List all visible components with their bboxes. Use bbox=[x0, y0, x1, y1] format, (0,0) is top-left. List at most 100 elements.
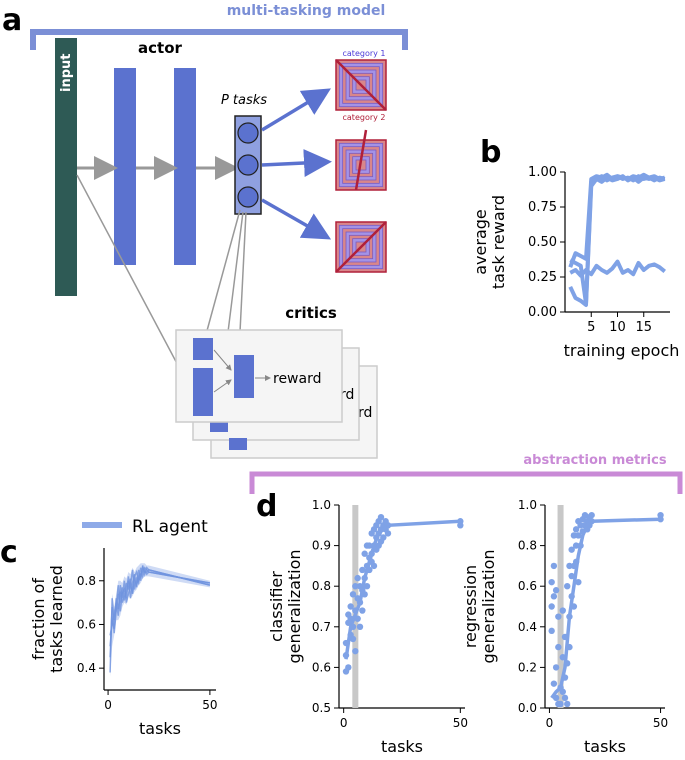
data-point bbox=[349, 635, 357, 643]
actor-layer-1 bbox=[114, 68, 136, 265]
data-point bbox=[575, 532, 582, 539]
y-tick-label: 1.00 bbox=[528, 165, 557, 180]
data-point bbox=[349, 591, 357, 598]
data-point bbox=[356, 623, 364, 630]
data-point bbox=[564, 583, 571, 590]
data-point bbox=[342, 639, 350, 647]
y-tick-label: 1.0 bbox=[518, 498, 537, 512]
panel-label-a: a bbox=[2, 3, 22, 38]
y-axis-label: generalization bbox=[479, 549, 498, 663]
data-point bbox=[559, 688, 566, 695]
arrow-task-critic-3 bbox=[239, 211, 247, 333]
data-point bbox=[368, 550, 375, 557]
data-point bbox=[380, 534, 387, 541]
y-axis-label: regression bbox=[461, 565, 480, 648]
task-box-boundary bbox=[335, 59, 387, 111]
arrow-task-critic-1 bbox=[202, 209, 241, 340]
input-label: input bbox=[59, 54, 74, 93]
y-axis-label: generalization bbox=[285, 549, 304, 663]
data-point bbox=[352, 647, 359, 655]
task-box-boundary bbox=[335, 221, 387, 273]
p-tasks-label: P tasks bbox=[221, 93, 267, 108]
data-point bbox=[349, 623, 357, 630]
data-point bbox=[561, 694, 569, 702]
data-point bbox=[377, 513, 385, 521]
data-point bbox=[359, 607, 366, 614]
data-point bbox=[552, 664, 560, 671]
x-tick-label: 10 bbox=[609, 320, 626, 335]
x-tick-label: 50 bbox=[453, 716, 468, 730]
data-point bbox=[356, 599, 364, 606]
task-box-2 bbox=[335, 129, 387, 191]
data-point bbox=[384, 522, 392, 529]
actor-layer-2 bbox=[174, 68, 196, 265]
reward-series-line bbox=[568, 174, 666, 307]
critic-arrow-2 bbox=[213, 379, 232, 393]
y-tick-label: 0.2 bbox=[518, 660, 537, 674]
y-tick-label: 0.7 bbox=[312, 620, 331, 634]
critic-input-unit-1 bbox=[193, 338, 213, 360]
data-point bbox=[548, 578, 555, 586]
data-point bbox=[559, 607, 566, 614]
x-tick-label: 0 bbox=[340, 716, 348, 730]
data-point bbox=[570, 532, 578, 539]
data-point bbox=[566, 643, 573, 651]
x-tick-label: 5 bbox=[587, 320, 595, 335]
critic-hidden-unit bbox=[234, 355, 254, 398]
y-axis-label: task reward bbox=[489, 195, 508, 289]
x-tick-label: 50 bbox=[653, 716, 668, 730]
category-2-label: category 2 bbox=[343, 113, 386, 122]
data-point bbox=[572, 526, 580, 533]
data-point bbox=[342, 652, 350, 659]
y-axis-label: classifier bbox=[267, 571, 286, 642]
task-box-1 bbox=[335, 59, 387, 111]
panel-label-c: c bbox=[0, 535, 18, 570]
data-point bbox=[552, 587, 560, 594]
data-point bbox=[577, 542, 584, 549]
critics-label: critics bbox=[285, 304, 337, 322]
data-point bbox=[361, 591, 368, 598]
data-point bbox=[384, 530, 392, 537]
legend-label: RL agent bbox=[132, 517, 208, 537]
y-tick-label: 0.50 bbox=[528, 235, 557, 250]
data-point bbox=[352, 607, 359, 614]
task-box-frame bbox=[335, 221, 387, 273]
y-tick-label: 0.8 bbox=[77, 574, 96, 588]
task-box-boundary bbox=[354, 129, 368, 191]
data-point bbox=[572, 558, 580, 566]
category-1-label: category 1 bbox=[343, 49, 386, 58]
abstraction-bracket bbox=[249, 471, 683, 494]
reward-series-line bbox=[569, 259, 666, 278]
actor-label: actor bbox=[138, 39, 182, 57]
arrow-task-3 bbox=[261, 198, 332, 240]
x-axis-label: tasks bbox=[139, 719, 181, 738]
data-point bbox=[564, 660, 571, 667]
data-point bbox=[548, 627, 555, 635]
y-axis-label: fraction of bbox=[29, 578, 48, 660]
y-tick-label: 0.0 bbox=[518, 701, 537, 715]
multitasking-title: multi-tasking model bbox=[227, 3, 386, 19]
panel-label-d: d bbox=[256, 489, 277, 524]
critic-arrow-1 bbox=[213, 349, 232, 371]
task-box-frame bbox=[335, 59, 387, 111]
data-point bbox=[588, 518, 595, 525]
data-point bbox=[361, 550, 368, 557]
y-tick-label: 0.4 bbox=[518, 620, 537, 634]
data-point bbox=[354, 615, 361, 622]
data-point bbox=[457, 518, 464, 525]
task-unit-2 bbox=[237, 154, 259, 176]
data-point bbox=[366, 542, 373, 549]
data-point bbox=[548, 603, 555, 610]
data-point bbox=[568, 593, 575, 600]
data-point bbox=[550, 562, 558, 570]
arrow-task-2 bbox=[261, 149, 332, 177]
x-axis-label: tasks bbox=[584, 737, 626, 756]
data-point bbox=[566, 613, 573, 620]
data-point bbox=[570, 603, 578, 610]
x-axis-label: training epoch bbox=[564, 341, 680, 360]
data-point bbox=[557, 700, 564, 708]
multitasking-bracket bbox=[30, 29, 408, 50]
